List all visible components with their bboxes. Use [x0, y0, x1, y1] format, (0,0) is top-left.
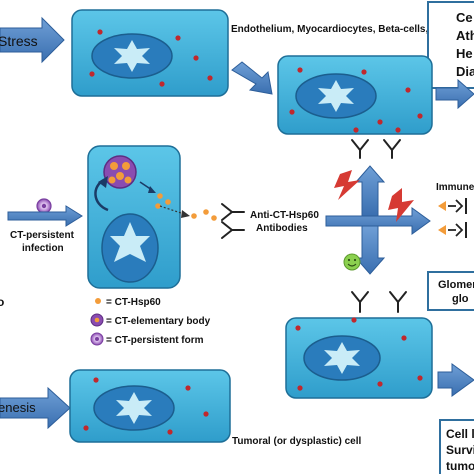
- branching-arrow: [325, 165, 431, 275]
- top-right-box: Ce Ath He Dia: [427, 1, 474, 89]
- nucleus-star: [116, 392, 152, 424]
- antibodies-label-1: Anti-CT-Hsp60: [250, 210, 319, 221]
- infection-label-2: infection: [22, 243, 64, 254]
- antibodies-label-2: Antibodies: [256, 223, 308, 234]
- lightning-icon: [334, 170, 360, 200]
- antibody-icon: [383, 139, 401, 159]
- genesis-arrow: [0, 386, 71, 430]
- bottom-right-line-3: tumor: [446, 459, 474, 473]
- hsp60-swatch: [95, 298, 101, 304]
- top-right-line-2: Ath: [456, 28, 474, 43]
- lightning-icon: [388, 188, 414, 222]
- antibody-icon: [351, 139, 369, 159]
- legend: = CT-Hsp60 = CT-elementary body = CT-per…: [90, 297, 211, 346]
- nucleus-star: [110, 222, 150, 262]
- arrow-to-cell2: [231, 61, 273, 95]
- cell-endothelium: [71, 9, 229, 97]
- nucleus-star: [318, 80, 354, 112]
- nucleus-star: [114, 40, 150, 72]
- bottom-right-box: Cell ly Surviv tumor: [439, 419, 474, 474]
- antibody-icon: [351, 291, 369, 313]
- release-arrow: [159, 205, 190, 218]
- arrow-right-lower: [437, 363, 474, 397]
- top-right-line-4: Dia: [456, 64, 474, 79]
- left-edge-char: o: [0, 295, 4, 309]
- top-right-line-3: He: [456, 46, 473, 61]
- bottom-right-line-2: Surviv: [446, 443, 474, 457]
- glomer-line-2: glo: [452, 293, 469, 305]
- immune-label: Immune: [436, 182, 474, 193]
- glomer-line-1: Glomer: [438, 279, 474, 291]
- endothelium-label: Endothelium, Myocardiocytes, Beta-cells,…: [231, 24, 446, 35]
- cell-tumoral: [69, 369, 231, 443]
- top-right-line-1: Ce: [456, 10, 473, 25]
- antibody-icon: [221, 221, 245, 239]
- cell-stressed: [277, 55, 433, 135]
- tumoral-cell-label: Tumoral (or dysplastic) cell: [232, 436, 362, 447]
- glomer-box: Glomer glo: [427, 271, 474, 311]
- legend-hsp60: = CT-Hsp60: [106, 297, 161, 308]
- infection-label-1: CT-persistent: [10, 230, 75, 241]
- stress-arrow: [0, 16, 65, 64]
- infection-arrow: [7, 205, 83, 227]
- bottom-right-line-1: Cell ly: [446, 427, 474, 441]
- smiley-icon: [343, 253, 361, 271]
- persistent-form-icon: [36, 198, 52, 214]
- arrow-right-upper: [435, 78, 474, 110]
- immune-complex: [438, 198, 467, 238]
- stress-label: Stress: [0, 33, 38, 49]
- genesis-label: enesis: [0, 400, 36, 415]
- antibody-icon: [221, 203, 245, 221]
- nucleus-star: [324, 342, 360, 374]
- antibody-icon: [389, 291, 407, 313]
- legend-persistent-form: = CT-persistent form: [106, 335, 204, 346]
- legend-elementary-body: = CT-elementary body: [106, 316, 211, 327]
- cell-tumoral-attacked: [285, 317, 433, 399]
- cell-infected: [87, 145, 181, 289]
